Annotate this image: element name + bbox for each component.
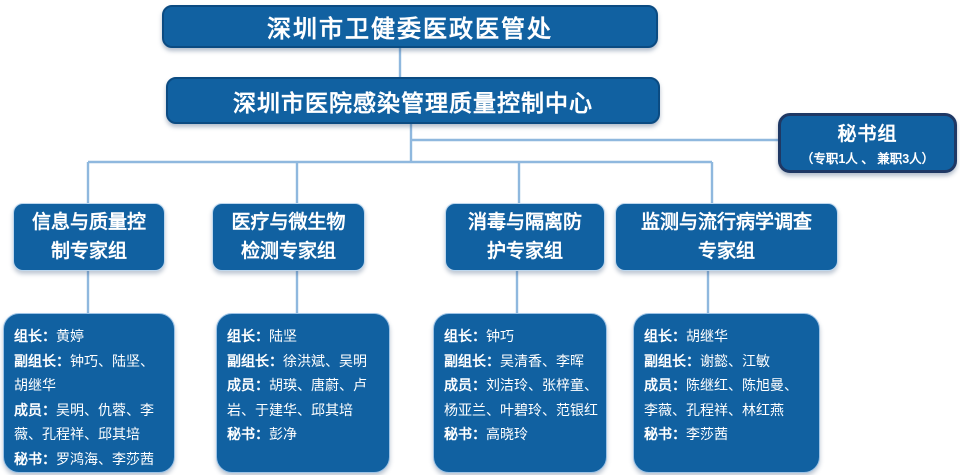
role-secretary-label: 秘书： [14,450,56,467]
group-title-line: 护专家组 [486,241,563,262]
role-members-names: 刘洁玲、张梓童、杨亚兰、叶碧玲、范银红 [444,377,598,418]
role-deputy-names: 钟巧、陆坚、胡继华 [14,352,154,394]
role-deputy-label: 副组长： [644,352,700,369]
role-secretary-names: 高晓玲 [486,426,528,442]
role-leader-names: 黄婷 [56,328,84,344]
role-leader-names: 钟巧 [486,328,514,344]
role-leader-label: 组长： [444,328,486,344]
role-deputy-names: 吴清香、李晖 [500,352,584,369]
role-members: 成员：刘洁玲、张梓童、杨亚兰、叶碧玲、范银红 [444,373,598,422]
role-secretary-names: 罗鸿海、李莎茜 [56,450,154,467]
role-leader: 组长：胡继华 [644,324,728,349]
node-control-center-title: 深圳市医院感染管理质量控制中心 [233,89,593,116]
role-deputy-label: 副组长： [227,352,283,369]
node-group-surveillance-epidemiology: 监测与流行病学调查 专家组 [615,203,838,271]
role-secretary-names: 彭净 [269,426,297,442]
role-secretary: 秘书：罗鸿海、李莎茜 [14,447,154,472]
node-secretary-group: 秘书组 （专职1人 、 兼职3人） [778,113,957,173]
role-deputy-label: 副组长： [14,352,70,369]
group-title-line: 消毒与隔离防 [467,212,582,233]
role-secretary-names: 李莎茜 [686,426,728,442]
role-secretary: 秘书：高晓玲 [444,422,528,447]
node-health-commission-title: 深圳市卫健委医政医管处 [267,16,553,43]
role-deputy-names: 徐洪斌、吴明 [283,352,367,369]
role-leader-label: 组长： [644,328,686,344]
role-leader: 组长：黄婷 [14,324,84,349]
role-deputy: 副组长：谢懿、江敏 [644,349,770,374]
node-detail-medical-microbio: 组长：陆坚 副组长：徐洪斌、吴明 成员：胡瑛、唐蔚、卢岩、于建华、邱其培 秘书：… [216,313,390,473]
role-members-label: 成员： [227,377,269,393]
group-title-line: 监测与流行病学调查 [640,212,812,233]
role-leader-label: 组长： [14,328,56,344]
role-secretary: 秘书：彭净 [227,422,297,447]
role-deputy: 副组长：徐洪斌、吴明 [227,349,367,374]
group-title-line: 信息与质量控 [31,212,146,233]
node-group-disinfection-isolation: 消毒与隔离防 护专家组 [445,203,605,271]
node-control-center: 深圳市医院感染管理质量控制中心 [166,77,660,124]
role-members-names: 胡瑛、唐蔚、卢岩、于建华、邱其培 [227,377,367,418]
node-group-info-quality: 信息与质量控 制专家组 [13,203,165,271]
node-health-commission: 深圳市卫健委医政医管处 [162,5,658,48]
role-members-names: 陈继红、陈旭曼、李薇、孔程祥、林红燕 [644,377,798,418]
role-secretary-label: 秘书： [444,426,486,442]
role-secretary-label: 秘书： [644,426,686,442]
node-detail-info-quality: 组长：黄婷 副组长：钟巧、陆坚、胡继华 成员：吴明、仇蓉、李薇、孔程祥、邱其培 … [3,313,175,473]
group-title-line: 检测专家组 [240,241,336,262]
role-leader-names: 陆坚 [269,328,297,344]
node-detail-surveillance-epidemiology: 组长：胡继华 副组长：谢懿、江敏 成员：陈继红、陈旭曼、李薇、孔程祥、林红燕 秘… [633,313,820,473]
role-members: 成员：胡瑛、唐蔚、卢岩、于建华、邱其培 [227,373,381,422]
role-secretary: 秘书：李莎茜 [644,422,728,447]
role-deputy: 副组长：吴清香、李晖 [444,349,584,374]
group-title-line: 制专家组 [50,241,127,262]
role-leader-label: 组长： [227,328,269,344]
group-title-line: 医疗与微生物 [231,212,346,233]
role-deputy-label: 副组长： [444,352,500,369]
role-deputy: 副组长：钟巧、陆坚、胡继华 [14,349,166,398]
role-members-label: 成员： [444,377,486,393]
secretary-group-subtitle: （专职1人 、 兼职3人） [800,152,935,166]
role-leader: 组长：陆坚 [227,324,297,349]
role-deputy-names: 谢懿、江敏 [700,352,770,369]
role-members: 成员：陈继红、陈旭曼、李薇、孔程祥、林红燕 [644,373,811,422]
role-leader: 组长：钟巧 [444,324,514,349]
node-group-medical-microbio: 医疗与微生物 检测专家组 [212,203,365,271]
group-title-line: 专家组 [697,241,755,262]
role-members-names: 吴明、仇蓉、李薇、孔程祥、邱其培 [14,401,154,443]
node-detail-disinfection-isolation: 组长：钟巧 副组长：吴清香、李晖 成员：刘洁玲、张梓童、杨亚兰、叶碧玲、范银红 … [433,313,607,473]
secretary-group-title: 秘书组 [837,124,898,145]
role-members-label: 成员： [14,401,56,418]
role-secretary-label: 秘书： [227,426,269,442]
role-leader-names: 胡继华 [686,328,728,344]
role-members-label: 成员： [644,377,686,393]
role-members: 成员：吴明、仇蓉、李薇、孔程祥、邱其培 [14,398,166,447]
